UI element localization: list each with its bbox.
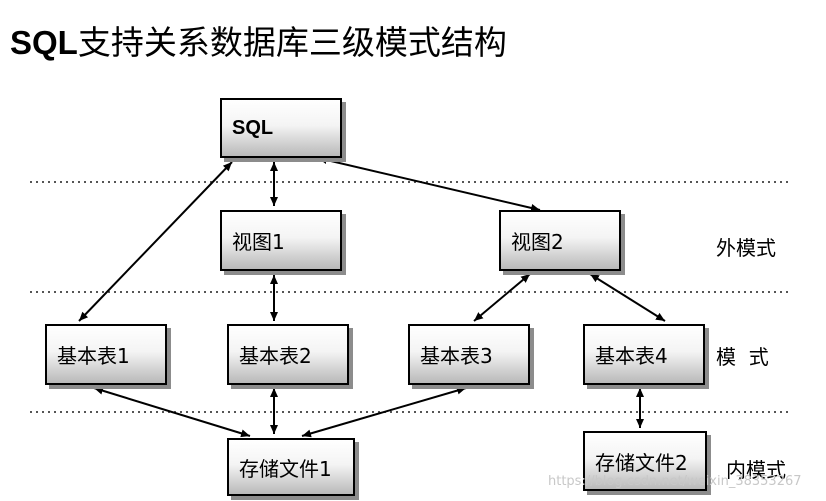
arrow-view2-table4 xyxy=(589,273,666,322)
node-table4: 基本表4 xyxy=(583,324,705,385)
node-table3: 基本表3 xyxy=(408,324,530,385)
level-label-conceptual: 模 式 xyxy=(716,345,769,369)
title-rest: 支持关系数据库三级模式结构 xyxy=(77,23,507,62)
node-table2: 基本表2 xyxy=(227,324,349,385)
page-title: SQL支持关系数据库三级模式结构 xyxy=(10,16,507,64)
title-prefix: SQL xyxy=(10,24,78,61)
node-sql: SQL xyxy=(220,98,342,158)
level-label-external: 外模式 xyxy=(716,236,776,260)
level-label-internal: 内模式 xyxy=(726,458,786,482)
arrow-sql-table1 xyxy=(78,161,233,322)
arrow-sql-view2 xyxy=(317,156,541,212)
arrow-table1-file1 xyxy=(93,386,251,438)
arrow-view2-table3 xyxy=(473,273,531,322)
arrow-table3-file1 xyxy=(301,386,467,438)
watermark-text: https://blog.csdn.net/weixin_38353267 xyxy=(548,474,802,489)
node-view2: 视图2 xyxy=(499,210,621,271)
node-file1: 存储文件1 xyxy=(227,438,355,496)
node-view1: 视图1 xyxy=(220,210,342,271)
node-file2: 存储文件2 xyxy=(583,431,707,491)
node-table1: 基本表1 xyxy=(45,324,167,385)
